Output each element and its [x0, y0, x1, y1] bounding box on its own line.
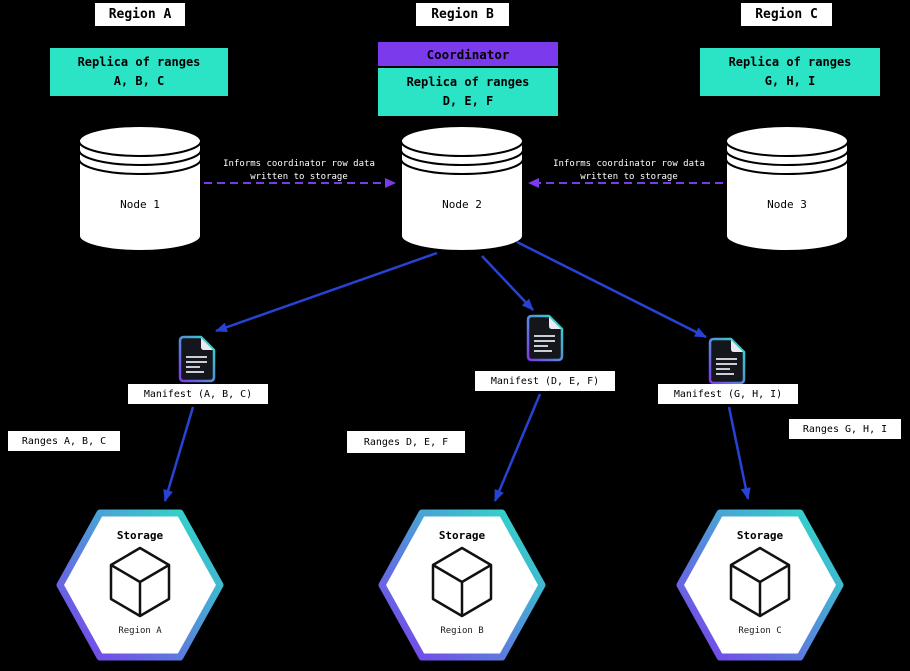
replica-b-line1: Replica of ranges [406, 74, 530, 89]
storage-b-region: Region B [440, 626, 484, 636]
region-a-title: Region A [95, 3, 185, 26]
manifest-label-c: Manifest (G, H, I) [658, 384, 798, 404]
replica-b-line2: D, E, F [442, 94, 494, 108]
arrow-node2-to-manifest-a [215, 251, 438, 333]
storage-a-title: Storage [116, 529, 164, 542]
replica-c-line2: G, H, I [764, 74, 816, 88]
arrow-manifest-b-to-storage-b [493, 393, 542, 502]
arrow-node2-to-manifest-b [481, 255, 534, 311]
ranges-label-c: Ranges G, H, I [789, 419, 901, 439]
ranges-label-a: Ranges A, B, C [8, 431, 120, 451]
replica-box-a: Replica of ranges A, B, C [50, 48, 228, 96]
arrow-manifest-c-to-storage-c [727, 406, 751, 500]
storage-b-title: Storage [438, 529, 486, 542]
region-b-title: Region B [416, 3, 509, 26]
manifest-label-b: Manifest (D, E, F) [475, 371, 615, 391]
inform-label-right-line2: written to storage [580, 172, 678, 182]
node2-label: Node 2 [442, 198, 482, 211]
inform-label-left-line2: written to storage [250, 172, 348, 182]
manifest-file-icon-a [178, 335, 216, 383]
replica-a-line2: A, B, C [113, 74, 165, 88]
replica-c-line1: Replica of ranges [728, 54, 852, 69]
ranges-label-b: Ranges D, E, F [347, 431, 465, 453]
storage-c-title: Storage [736, 529, 784, 542]
region-c-title: Region C [741, 3, 832, 26]
inform-label-right-line1: Informs coordinator row data [553, 159, 705, 169]
inform-label-right: Informs coordinator row data written to … [532, 158, 726, 184]
manifest-label-a: Manifest (A, B, C) [128, 384, 268, 404]
replica-a-line1: Replica of ranges [77, 54, 201, 69]
inform-label-left-line1: Informs coordinator row data [223, 159, 375, 169]
arrow-node2-to-manifest-c [516, 240, 707, 339]
replica-box-c: Replica of ranges G, H, I [700, 48, 880, 96]
node3-database-icon [725, 125, 849, 252]
node2-database-icon [400, 125, 524, 252]
manifest-file-icon-b [526, 314, 564, 362]
storage-a-region: Region A [118, 626, 162, 636]
node3-label: Node 3 [767, 198, 807, 211]
manifest-file-icon-c [708, 337, 746, 385]
replica-box-b: Replica of ranges D, E, F [378, 68, 558, 116]
node1-database-icon [78, 125, 202, 252]
coordinator-badge: Coordinator [378, 42, 558, 66]
arrow-manifest-a-to-storage-a [163, 406, 195, 502]
node1-label: Node 1 [120, 198, 160, 211]
inform-label-left: Informs coordinator row data written to … [202, 158, 396, 184]
storage-c-region: Region C [738, 626, 782, 636]
